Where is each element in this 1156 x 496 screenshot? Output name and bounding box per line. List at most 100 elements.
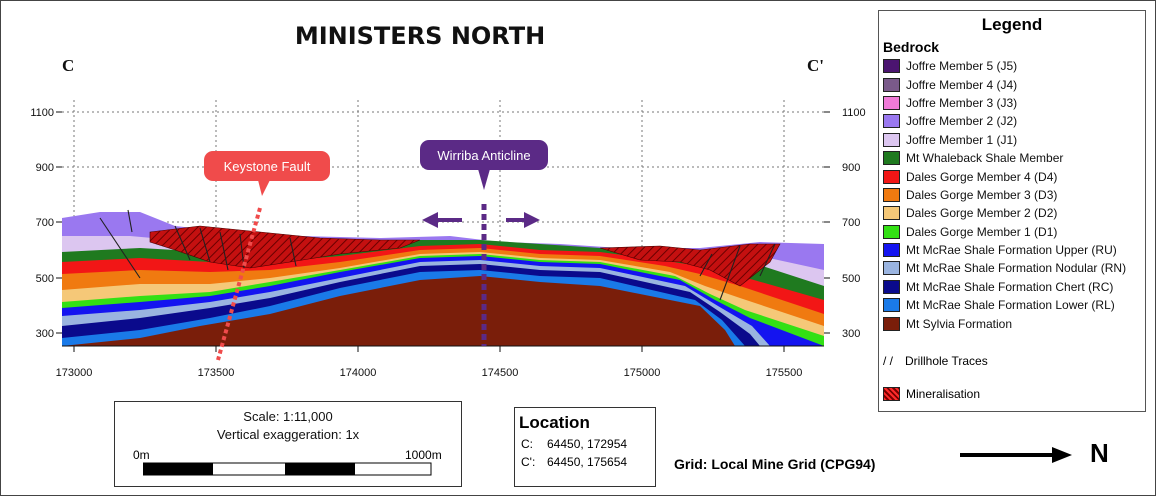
- anticline-label: Wirriba Anticline: [437, 148, 530, 163]
- legend-title: Legend: [981, 15, 1043, 34]
- legend-swatch: [883, 114, 900, 129]
- y-tick-right-300: 300: [842, 328, 860, 340]
- legend-swatch: [883, 187, 900, 202]
- location-row: C': 64450, 175654: [521, 455, 655, 469]
- section-start-label: C: [62, 56, 75, 75]
- fault-callout: Keystone Fault: [204, 151, 330, 196]
- legend-item-label: Dales Gorge Member 4 (D4): [906, 169, 1058, 184]
- y-tick-left-1100: 1100: [30, 107, 54, 119]
- legend-item: Mt McRae Shale Formation Chert (RC): [883, 278, 1145, 296]
- legend-item-label: Mt McRae Shale Formation Upper (RU): [906, 243, 1117, 258]
- legend-swatch: [883, 224, 900, 239]
- legend-item-label: Joffre Member 2 (J2): [906, 114, 1018, 129]
- y-tick-left-500: 500: [36, 273, 54, 285]
- location-row: C: 64450, 172954: [521, 437, 655, 451]
- exaggeration-text: Vertical exaggeration: 1x: [216, 427, 360, 442]
- legend-item: Dales Gorge Member 2 (D2): [883, 204, 1145, 222]
- legend-swatch: [883, 243, 900, 258]
- keystone-fault-line: [216, 207, 262, 361]
- legend-swatch: [883, 279, 900, 294]
- legend-item-label: Joffre Member 5 (J5): [906, 59, 1018, 74]
- strata: [62, 209, 824, 346]
- legend-swatch: [883, 132, 900, 147]
- mineralisation-right: [599, 243, 781, 287]
- legend-item: Joffre Member 5 (J5): [883, 57, 1145, 75]
- location-key: C:: [521, 437, 533, 451]
- y-tick-left-300: 300: [36, 328, 54, 340]
- legend-item-label: Mt McRae Shale Formation Nodular (RN): [906, 261, 1127, 276]
- legend-item-label: Mt Whaleback Shale Member: [906, 151, 1064, 166]
- location-key: C':: [521, 455, 536, 469]
- mineralisation-left: [149, 225, 421, 269]
- legend-swatch: [883, 316, 900, 331]
- x-tick-174500: 174500: [482, 367, 519, 379]
- legend-item-label: Mt McRae Shale Formation Chert (RC): [906, 279, 1114, 294]
- scale-box: Scale: 1:11,000 Vertical exaggeration: 1…: [114, 401, 462, 487]
- drillhole-traces: [99, 209, 776, 301]
- stratum-sylvia: [62, 276, 735, 346]
- legend-item-label: Dales Gorge Member 3 (D3): [906, 187, 1058, 202]
- legend-swatch: [883, 59, 900, 74]
- y-tick-right-700: 700: [842, 217, 860, 229]
- scale-right-label: 1000m: [405, 448, 442, 462]
- legend-group-bedrock: Bedrock: [883, 39, 940, 55]
- legend-item: Dales Gorge Member 1 (D1): [883, 223, 1145, 241]
- north-arrow-icon: [960, 447, 1072, 463]
- legend-swatch: [883, 77, 900, 92]
- mineralisation-label: Mineralisation: [906, 387, 981, 401]
- legend-swatch: [883, 206, 900, 221]
- section-end-label: C': [807, 56, 824, 75]
- x-tick-175500: 175500: [766, 367, 803, 379]
- y-tick-left-900: 900: [36, 162, 54, 174]
- legend-item: Joffre Member 1 (J1): [883, 131, 1145, 149]
- scale-text: Scale: 1:11,000: [243, 409, 333, 424]
- drillhole-label: Drillhole Traces: [905, 354, 988, 368]
- legend-item: Mt McRae Shale Formation Upper (RU): [883, 241, 1145, 259]
- legend-swatch: [883, 261, 900, 276]
- drillhole-symbol: / /: [883, 354, 894, 368]
- legend-swatch: [883, 169, 900, 184]
- legend-item: Mt Whaleback Shale Member: [883, 149, 1145, 167]
- x-tick-175000: 175000: [624, 367, 661, 379]
- scale-left-label: 0m: [133, 448, 150, 462]
- legend-swatch: [883, 95, 900, 110]
- y-tick-right-900: 900: [842, 162, 860, 174]
- legend-list: Joffre Member 5 (J5) Joffre Member 4 (J4)…: [883, 57, 1145, 333]
- legend-item-label: Joffre Member 1 (J1): [906, 132, 1018, 147]
- anticline-arrows: [422, 212, 540, 228]
- scale-bar: [143, 462, 432, 476]
- legend: Legend Bedrock Joffre Member 5 (J5)Joffr…: [878, 10, 1146, 412]
- legend-swatch: [883, 151, 900, 166]
- legend-item: Mt McRae Shale Formation Lower (RL): [883, 296, 1145, 314]
- location-title: Location: [519, 413, 590, 432]
- legend-item-label: Mt Sylvia Formation: [906, 316, 1013, 331]
- grid-text: Grid: Local Mine Grid (CPG94): [674, 456, 876, 472]
- legend-item: Mt McRae Shale Formation Nodular (RN): [883, 259, 1145, 277]
- legend-item: Dales Gorge Member 3 (D3): [883, 186, 1145, 204]
- mineralisation-swatch: [883, 387, 900, 401]
- y-tick-right-1100: 1100: [842, 107, 866, 119]
- legend-item-label: Dales Gorge Member 1 (D1): [906, 224, 1058, 239]
- legend-item-label: Dales Gorge Member 2 (D2): [906, 206, 1058, 221]
- x-tick-174000: 174000: [340, 367, 377, 379]
- location-value: 64450, 175654: [547, 455, 628, 469]
- legend-item: Dales Gorge Member 4 (D4): [883, 167, 1145, 185]
- location-value: 64450, 172954: [547, 437, 628, 451]
- x-tick-173000: 173000: [56, 367, 93, 379]
- legend-item-label: Joffre Member 4 (J4): [906, 77, 1018, 92]
- y-tick-right-500: 500: [842, 273, 860, 285]
- legend-item: Joffre Member 3 (J3): [883, 94, 1145, 112]
- figure-title: MINISTERS NORTH: [294, 22, 546, 50]
- axis-labels: 1100 900 700 500 300 1100 900 700 500 30…: [30, 107, 865, 379]
- legend-drillhole: / / Drillhole Traces: [883, 354, 988, 368]
- legend-item: Mt Sylvia Formation: [883, 314, 1145, 332]
- north-label: N: [1090, 438, 1109, 468]
- axis-ticks: [56, 111, 830, 352]
- legend-mineralisation: Mineralisation: [883, 387, 980, 401]
- fault-label: Keystone Fault: [224, 159, 311, 174]
- cross-section: 1100 900 700 500 300 1100 900 700 500 30…: [30, 100, 866, 379]
- x-tick-173500: 173500: [198, 367, 235, 379]
- legend-swatch: [883, 298, 900, 313]
- legend-item-label: Mt McRae Shale Formation Lower (RL): [906, 298, 1115, 313]
- anticline-callout: Wirriba Anticline: [420, 140, 548, 190]
